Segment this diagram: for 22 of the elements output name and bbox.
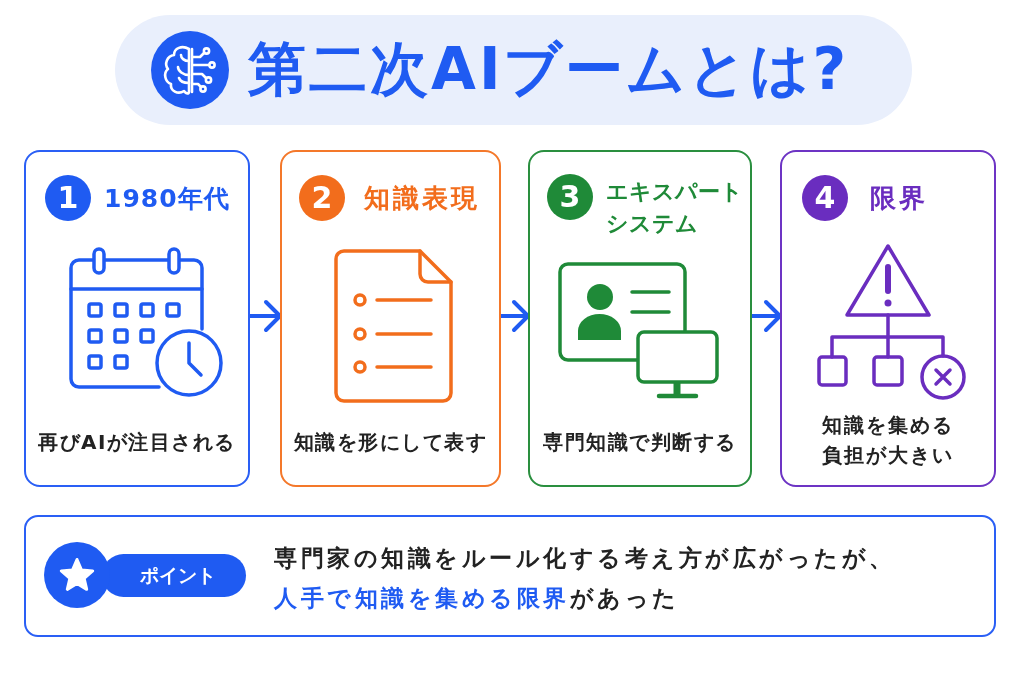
arrow [499, 300, 530, 332]
point-text: 専門家の知識をルール化する考え方が広がったが、人手で知識を集める限界があった [274, 544, 897, 613]
point-box [24, 515, 996, 637]
step-caption: 再びAIが注目される [38, 429, 236, 455]
number-badge: 2 [299, 175, 345, 221]
step-card [280, 150, 501, 487]
step-heading: 限界 [870, 181, 928, 215]
number-badge: 4 [802, 175, 848, 221]
step-heading: 1980年代 [104, 182, 230, 215]
arrow [248, 300, 282, 332]
step-heading: 知識表現 [364, 181, 480, 215]
number-badge: 3 [547, 174, 593, 220]
step-card [528, 150, 752, 487]
step-caption: 専門知識で判断する [543, 429, 737, 455]
step-heading: エキスパートシステム [606, 178, 744, 238]
step-card [780, 150, 996, 487]
step-caption: 知識を集める負担が大きい [821, 412, 955, 469]
step-caption: 知識を形にして表す [293, 429, 488, 455]
number-badge: 1 [45, 175, 91, 221]
title: 第二次AIブームとは? [248, 34, 850, 105]
step-card [24, 150, 250, 487]
arrow [750, 300, 782, 332]
